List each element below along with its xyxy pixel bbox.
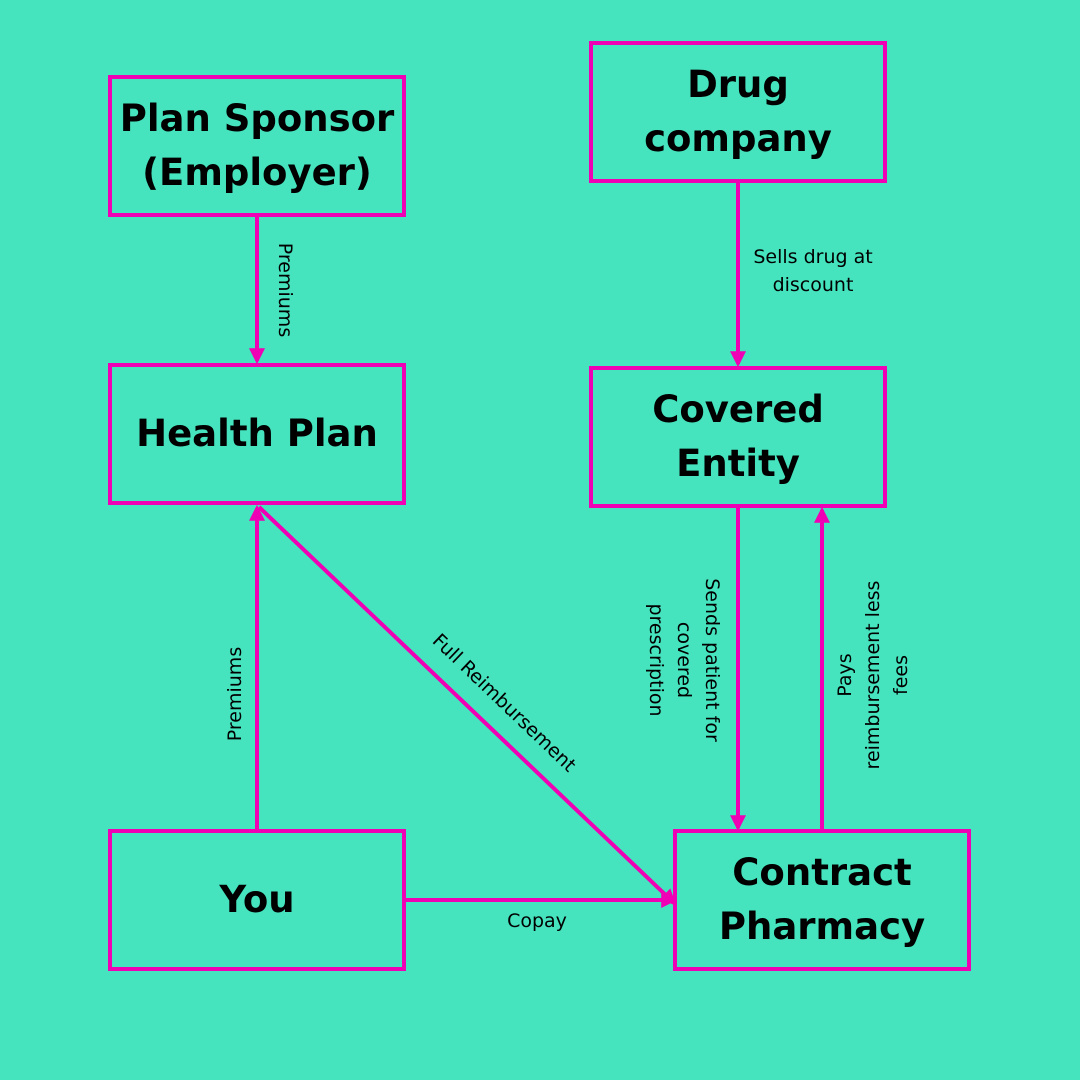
contract-pharmacy-label-line2: Pharmacy — [718, 905, 926, 948]
edge-health-plan-to-pharmacy — [257, 505, 677, 906]
sends-patient-label: Sends patient for covered prescription — [645, 578, 723, 742]
sponsor-premiums-label: Premiums — [274, 242, 296, 338]
you-node: You — [108, 829, 406, 971]
plan-sponsor-label-line1: Plan Sponsor — [119, 97, 395, 140]
health-plan-label: Health Plan — [136, 412, 378, 455]
you-label: You — [219, 878, 295, 921]
contract-pharmacy-node: Contract Pharmacy — [673, 829, 971, 971]
covered-entity-node: Covered Entity — [589, 366, 887, 508]
health-plan-node: Health Plan — [108, 363, 406, 505]
sells-drug-label: Sells drug at discount — [753, 246, 873, 296]
pays-reimbursement-label: Pays reimbursement less fees — [834, 580, 912, 770]
drug-company-node: Drug company — [589, 41, 887, 183]
drug-company-label: Drug company — [644, 63, 832, 160]
plan-sponsor-node: Plan Sponsor (Employer) — [108, 75, 406, 217]
plan-sponsor-label-line2: (Employer) — [142, 151, 372, 194]
you-premiums-label: Premiums — [224, 646, 246, 742]
contract-pharmacy-label-line1: Contract — [732, 851, 912, 894]
copay-label: Copay — [507, 910, 567, 932]
covered-entity-label: Covered Entity — [652, 388, 824, 485]
